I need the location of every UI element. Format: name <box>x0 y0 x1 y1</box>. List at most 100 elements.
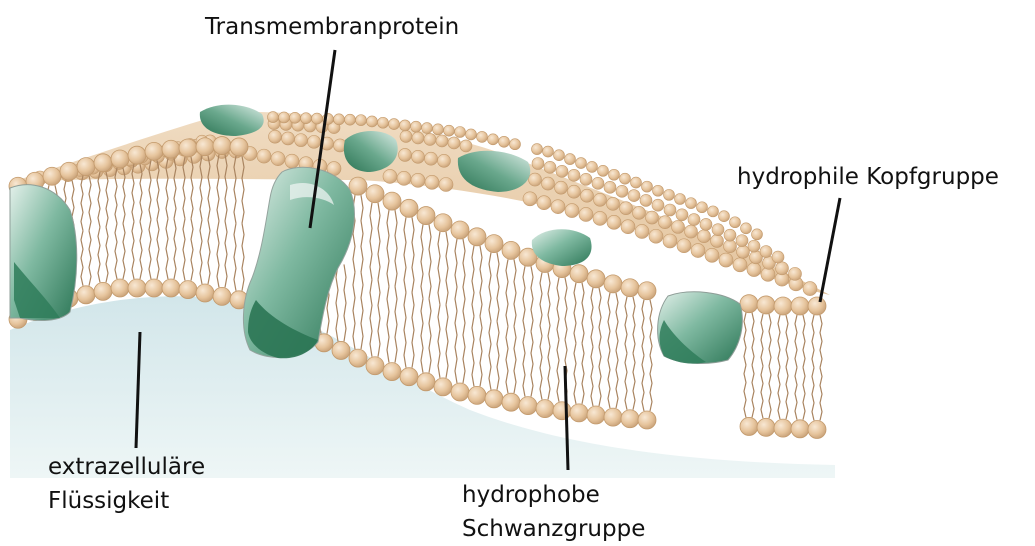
lipid-head-top <box>555 181 568 194</box>
lipid-head-top <box>581 189 594 202</box>
lipid-tail <box>650 300 652 356</box>
lipid-tail <box>89 176 91 231</box>
lipid-head-top <box>659 216 672 229</box>
lipid-head-top <box>664 189 675 200</box>
lipid-head-top <box>628 190 640 202</box>
lipid-head-top <box>708 206 719 217</box>
lipid-head-inner <box>400 368 418 386</box>
lipid-tail <box>455 239 457 311</box>
lipid-head-inner <box>94 282 112 300</box>
lipid-head-top <box>523 192 537 206</box>
lipid-head-top <box>565 204 579 218</box>
lipid-tail <box>200 220 202 284</box>
lipid-tail <box>633 297 635 354</box>
lipid-tail <box>412 293 414 368</box>
lipid-head-outer <box>213 137 231 155</box>
lipid-head-top <box>642 181 653 192</box>
lipid-head-inner <box>434 378 452 396</box>
lipid-tail <box>489 321 491 390</box>
lipid-tail <box>446 232 448 305</box>
lipid-tail <box>429 225 431 299</box>
lipid-head-top <box>677 239 691 253</box>
lipid-head-top <box>477 131 488 142</box>
label-transmembrane-protein: Transmembranprotein <box>205 10 459 44</box>
lipid-head-outer <box>162 140 180 158</box>
lipid-tail <box>778 367 780 419</box>
lipid-head-top <box>544 161 556 173</box>
lipid-head-top <box>499 136 510 147</box>
lipid-head-top <box>279 112 290 123</box>
lipid-head-outer <box>740 295 758 313</box>
lipid-head-top <box>640 194 652 206</box>
lipid-tail <box>429 299 431 373</box>
lipid-tail <box>115 224 117 280</box>
lipid-tail <box>336 264 338 341</box>
lipid-tail <box>370 280 372 357</box>
lipid-head-top <box>724 229 736 241</box>
lipid-head-top <box>719 211 730 222</box>
lipid-tail <box>778 315 780 367</box>
lipid-head-top <box>411 173 425 187</box>
lipid-head-inner <box>213 287 231 305</box>
lipid-head-inner <box>179 281 197 299</box>
lipid-head-top <box>422 123 433 134</box>
lipid-head-top <box>609 169 620 180</box>
lipid-head-outer <box>604 275 622 293</box>
lipid-tail <box>625 297 627 354</box>
lipid-tail <box>191 219 193 281</box>
lipid-head-top <box>649 229 663 243</box>
lipid-head-outer <box>43 167 61 185</box>
lipid-tail <box>387 210 389 286</box>
lipid-head-outer <box>621 279 639 297</box>
lipid-head-top <box>554 150 565 161</box>
lipid-head-top <box>741 223 752 234</box>
lipid-tail <box>234 223 236 290</box>
lipid-tail <box>803 367 805 419</box>
lipid-tail <box>803 315 805 367</box>
lipid-head-top <box>425 152 438 165</box>
lipid-head-top <box>607 197 620 210</box>
lipid-tail <box>106 227 108 282</box>
lipid-head-top <box>556 165 568 177</box>
lipid-head-top <box>271 152 285 166</box>
lipid-tail <box>404 217 406 292</box>
label-hydrophobic-tail: hydrophobe Schwanzgruppe <box>462 478 645 546</box>
lipid-head-top <box>424 133 436 145</box>
lipid-head-inner <box>553 402 571 420</box>
lipid-head-top <box>565 154 576 165</box>
lipid-head-top <box>411 121 422 132</box>
lipid-head-top <box>685 225 698 238</box>
lipid-head-outer <box>757 296 775 314</box>
lipid-head-inner <box>621 410 639 428</box>
lipid-head-top <box>789 267 802 280</box>
lipid-tail <box>421 225 423 299</box>
lipid-head-outer <box>94 154 112 172</box>
lipid-tail <box>608 351 610 409</box>
lipid-head-inner <box>519 397 537 415</box>
lipid-tail <box>149 220 151 279</box>
lipid-head-top <box>705 248 719 262</box>
lipid-tail <box>557 340 559 402</box>
lipid-tail <box>786 315 788 367</box>
lipid-head-inner <box>791 420 809 438</box>
lipid-tail <box>106 172 108 227</box>
lipid-tail <box>387 286 389 362</box>
lipid-head-top <box>691 244 705 258</box>
lipid-head-top <box>594 193 607 206</box>
lipid-tail <box>591 288 593 347</box>
lipid-head-outer <box>366 185 384 203</box>
lipid-head-top <box>383 169 397 183</box>
lipid-tail <box>225 221 227 287</box>
lipid-head-inner <box>808 420 826 438</box>
lipid-head-inner <box>638 411 656 429</box>
lipid-head-top <box>697 202 708 213</box>
lipid-head-top <box>444 125 455 136</box>
lipid-head-outer <box>638 282 656 300</box>
lipid-tail <box>599 347 601 406</box>
lipid-head-top <box>285 154 299 168</box>
lipid-head-inner <box>587 406 605 424</box>
lipid-head-top <box>356 115 367 126</box>
lipid-tail <box>166 219 168 279</box>
lipid-head-top <box>290 112 301 123</box>
lipid-tail <box>370 203 372 280</box>
